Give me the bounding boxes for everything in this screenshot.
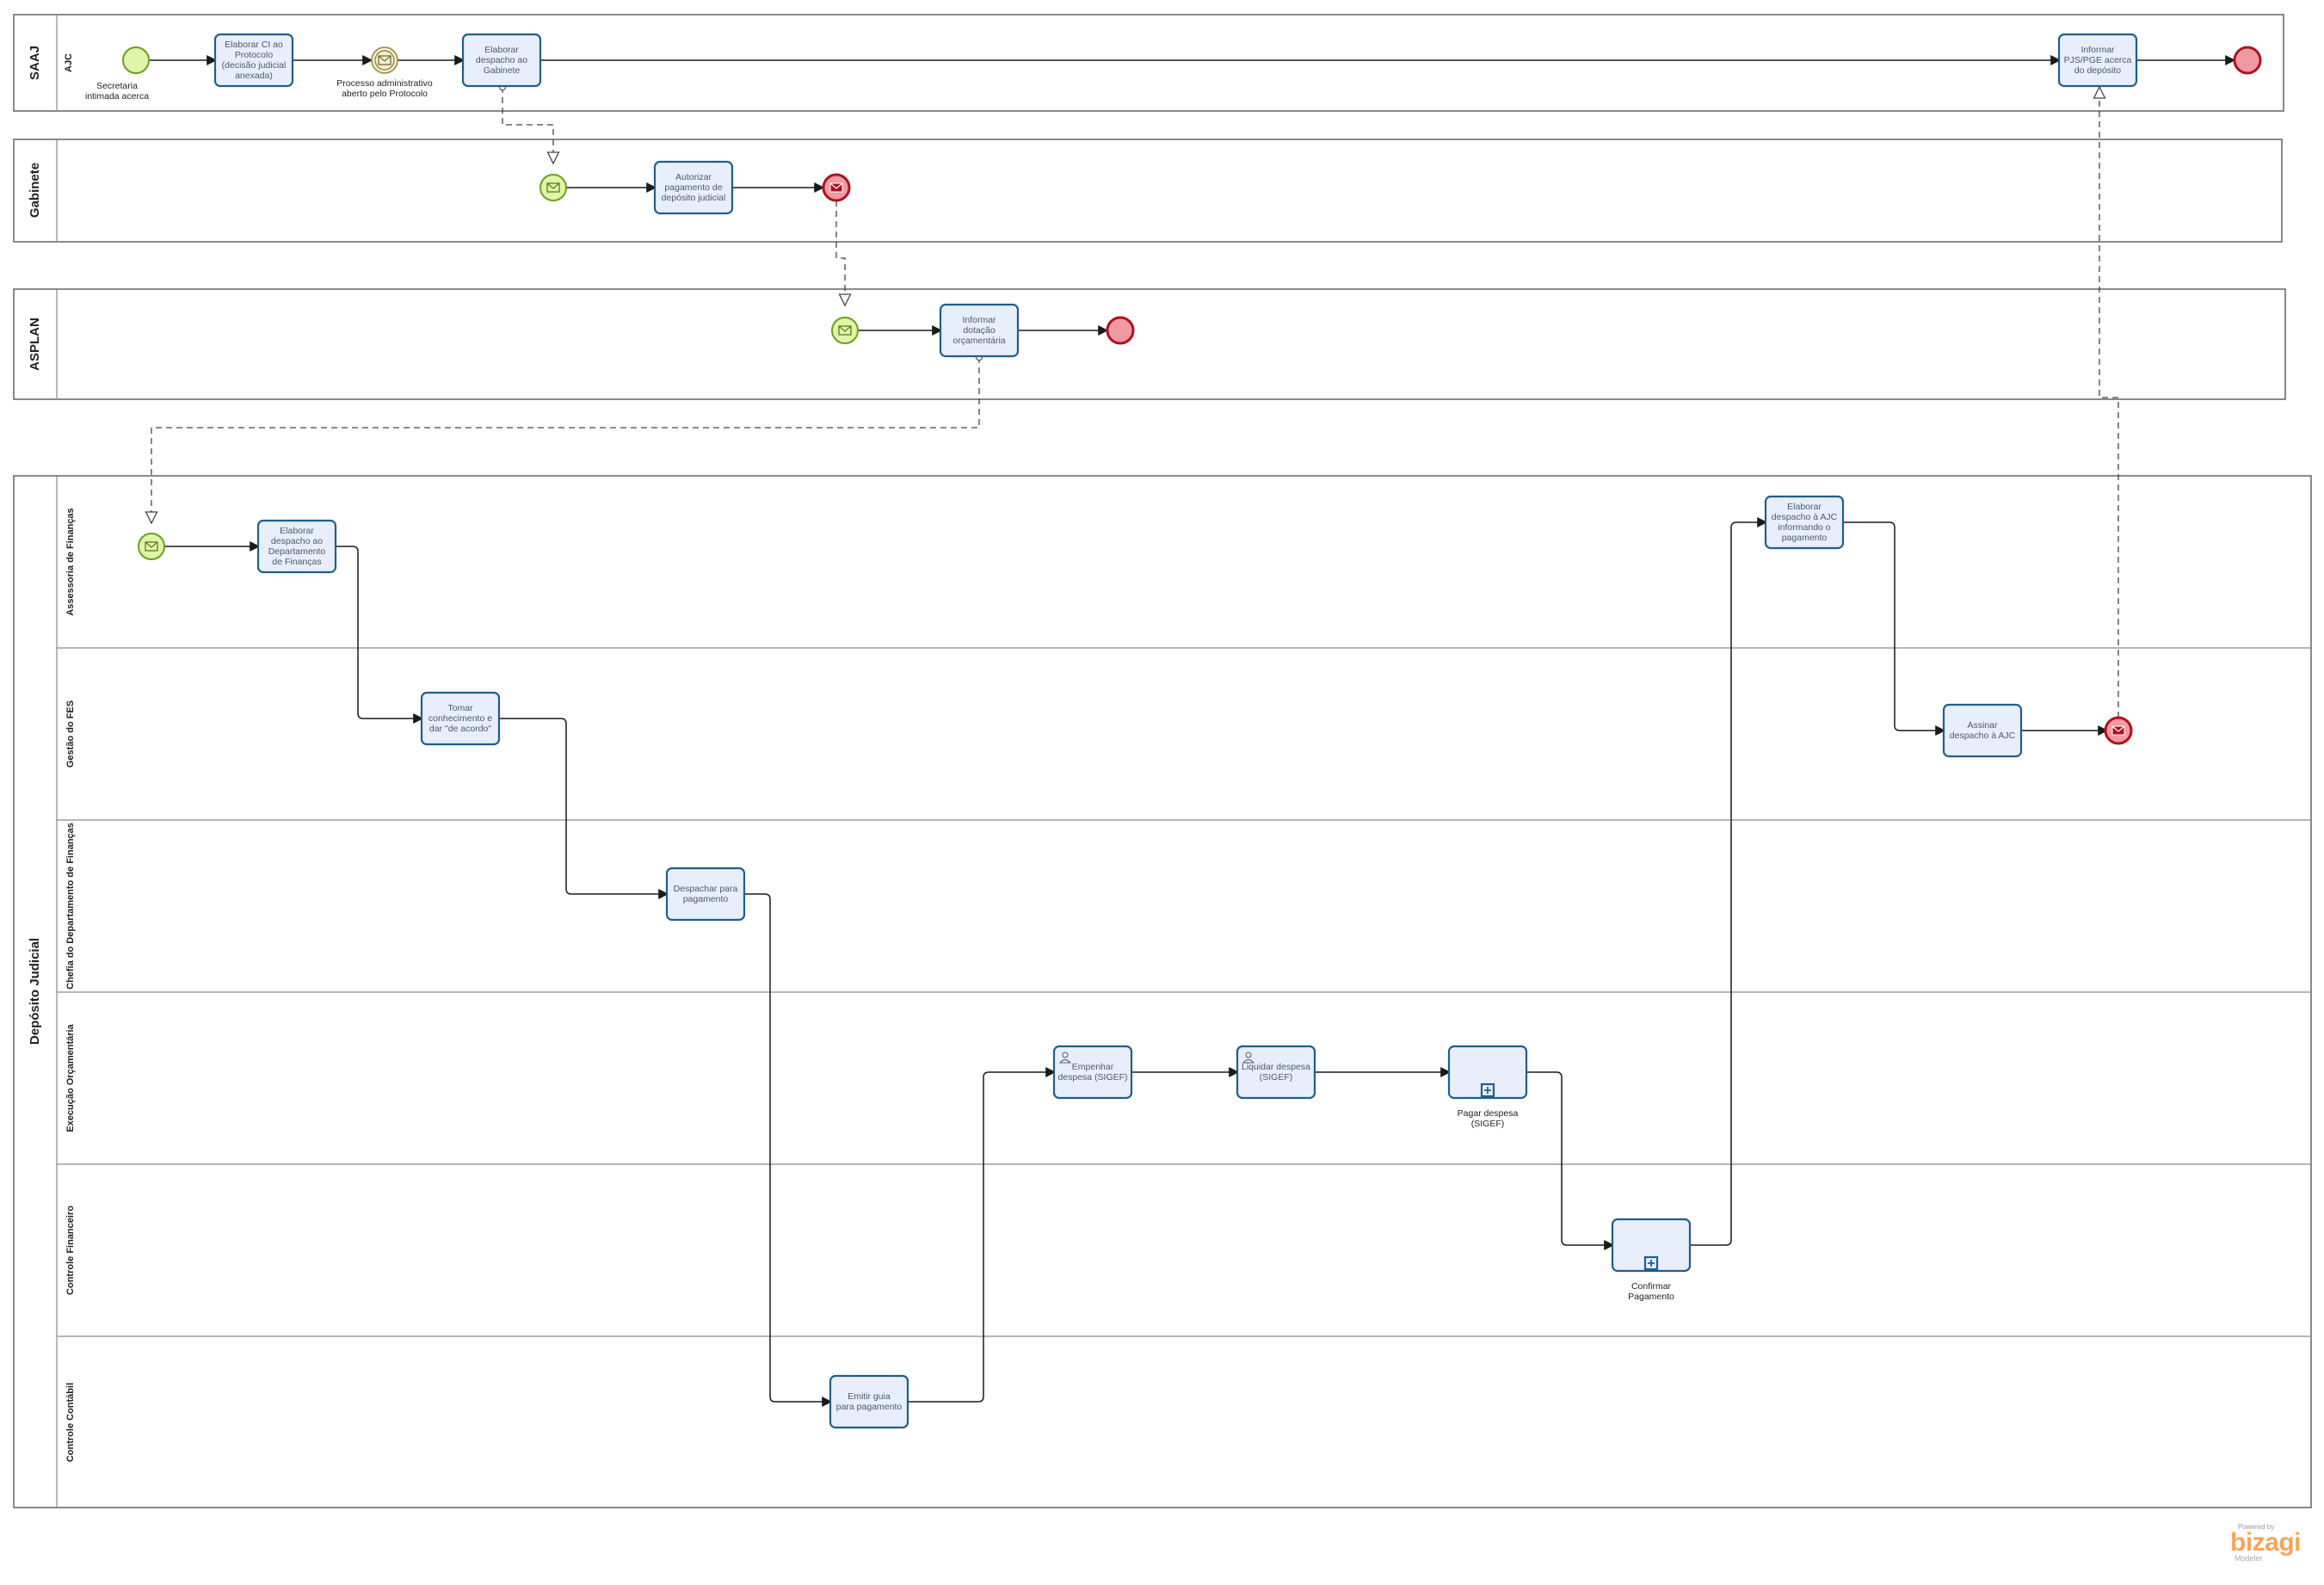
task-emitir-guia[interactable]: Emitir guia para pagamento bbox=[829, 1374, 909, 1429]
task-elaborar-ci-l1: Elaborar CI ao bbox=[225, 40, 283, 50]
intermediate-event-label-2: aberto pelo Protocolo bbox=[342, 89, 428, 99]
start-event bbox=[122, 46, 150, 74]
lane-controle-contabil-label: Controle Contábil bbox=[65, 1383, 76, 1462]
task-informar-dotacao[interactable]: Informar dotação orçamentária bbox=[939, 303, 1020, 358]
task-informar-pjs[interactable]: Informar PJS/PGE acerca do depósito bbox=[2057, 33, 2138, 88]
expand-plus-icon bbox=[1480, 1082, 1495, 1098]
task-tomar-l3: dar "de acordo" bbox=[429, 724, 492, 734]
message-end-event-gabinete bbox=[822, 173, 851, 202]
pool-asplan: ASPLAN bbox=[13, 288, 2286, 400]
start-event-label-2: intimada acerca bbox=[85, 91, 149, 102]
task-emitir-l1: Emitir guia bbox=[848, 1391, 891, 1402]
sequence-flows bbox=[149, 55, 2236, 1407]
task-despachar-l2: pagamento bbox=[683, 894, 729, 904]
message-start-event-asplan bbox=[831, 317, 859, 344]
pool-deposito-label: Depósito Judicial bbox=[28, 938, 42, 1045]
task-informar-pjs-l2: PJS/PGE acerca bbox=[2064, 55, 2132, 65]
task-elaborar-despacho-ajc[interactable]: Elaborar despacho à AJC informando o pag… bbox=[1764, 495, 1845, 550]
subprocess-confirmar-pagamento[interactable] bbox=[1611, 1218, 1692, 1273]
task-dotacao-l2: dotação bbox=[963, 325, 996, 336]
events: Secretaria intimada acerca Processo admi… bbox=[85, 46, 2262, 745]
task-despacho-gabinete-l1: Elaborar bbox=[484, 45, 519, 55]
task-tomar-l1: Tomar bbox=[447, 703, 473, 713]
task-assinar-l1: Assinar bbox=[1967, 720, 1998, 731]
task-elaborar-ci-l4: anexada) bbox=[235, 71, 273, 81]
task-tomar-conhecimento[interactable]: Tomar conhecimento e dar "de acordo" bbox=[420, 691, 501, 746]
task-despacho-ajc-l3: informando o bbox=[1778, 522, 1830, 533]
intermediate-message-event bbox=[371, 46, 398, 74]
end-event-asplan bbox=[1106, 316, 1135, 345]
pool-deposito-judicial: Depósito Judicial Assessoria de Finanças… bbox=[13, 475, 2312, 1508]
task-assinar-despacho[interactable]: Assinar despacho à AJC bbox=[1942, 703, 2023, 758]
pool-gabinete: Gabinete bbox=[13, 139, 2283, 243]
pool-gabinete-label: Gabinete bbox=[28, 163, 42, 218]
subprocess-confirmar-l1: Confirmar bbox=[1631, 1281, 1672, 1292]
task-autorizar-l2: pagamento de bbox=[664, 182, 722, 193]
task-elaborar-ci[interactable]: Elaborar CI ao Protocolo (decisão judici… bbox=[213, 33, 294, 88]
task-autorizar-l3: depósito judicial bbox=[662, 193, 726, 203]
task-elaborar-despacho-gabinete[interactable]: Elaborar despacho ao Gabinete bbox=[461, 33, 542, 88]
powered-by-text: Powered by bbox=[2238, 1523, 2275, 1531]
task-elaborar-ci-l3: (decisão judicial bbox=[222, 60, 287, 71]
task-empenhar-despesa[interactable]: Empenhar despesa (SIGEF) bbox=[1052, 1045, 1133, 1100]
task-despacho-ajc-l4: pagamento bbox=[1782, 533, 1828, 543]
task-informar-pjs-l1: Informar bbox=[2081, 45, 2115, 55]
subprocess-pagar-l2: (SIGEF) bbox=[1471, 1119, 1505, 1129]
task-liquidar-l2: (SIGEF) bbox=[1260, 1072, 1293, 1082]
task-elaborar-despacho-financas[interactable]: Elaborar despacho ao Departamento de Fin… bbox=[256, 519, 337, 574]
message-end-event-deposito bbox=[2104, 716, 2133, 745]
task-emitir-l2: para pagamento bbox=[836, 1402, 903, 1412]
task-dotacao-l3: orçamentária bbox=[952, 336, 1005, 346]
message-flows bbox=[151, 87, 2119, 718]
task-informar-pjs-l3: do depósito bbox=[2074, 65, 2121, 76]
lane-chefia-label: Chefia do Departamento de Finanças bbox=[65, 823, 76, 990]
subprocess-pagar-despesa[interactable] bbox=[1447, 1045, 1528, 1100]
lane-ajc-label: AJC bbox=[64, 53, 74, 72]
start-event-label-1: Secretaria bbox=[96, 81, 138, 91]
bizagi-modeler-text: Modeler bbox=[2235, 1554, 2263, 1563]
task-despacho-gabinete-l3: Gabinete bbox=[484, 65, 521, 76]
lane-execucao-label: Execução Orçamentária bbox=[65, 1023, 76, 1132]
message-start-event-gabinete bbox=[539, 174, 567, 201]
task-despacho-financas-l2: despacho ao bbox=[271, 536, 323, 546]
lane-assessoria-label: Assessoria de Finanças bbox=[65, 508, 76, 615]
pool-asplan-label: ASPLAN bbox=[28, 318, 42, 371]
task-liquidar-despesa[interactable]: Liquidar despesa (SIGEF) bbox=[1236, 1045, 1316, 1100]
task-liquidar-l1: Liquidar despesa bbox=[1242, 1062, 1310, 1072]
subprocess-confirmar-l2: Pagamento bbox=[1628, 1292, 1674, 1302]
subprocess-pagar-l1: Pagar despesa bbox=[1458, 1108, 1519, 1119]
task-despacho-financas-l1: Elaborar bbox=[280, 526, 314, 536]
bizagi-logo: bizagi bbox=[2230, 1528, 2302, 1557]
lane-gestao-fes-label: Gestão do FES bbox=[65, 700, 76, 768]
user-icon bbox=[1242, 1052, 1255, 1064]
task-assinar-l2: despacho à AJC bbox=[1950, 731, 2016, 741]
task-autorizar-pagamento[interactable]: Autorizar pagamento de depósito judicial bbox=[653, 160, 734, 215]
task-despachar-l1: Despachar para bbox=[674, 884, 738, 894]
task-despachar-pagamento[interactable]: Despachar para pagamento bbox=[665, 867, 746, 922]
task-empenhar-l2: despesa (SIGEF) bbox=[1057, 1072, 1127, 1082]
task-tomar-l2: conhecimento e bbox=[428, 713, 492, 724]
expand-plus-icon bbox=[1643, 1255, 1659, 1271]
task-despacho-ajc-l2: despacho à AJC bbox=[1772, 512, 1838, 522]
user-icon bbox=[1058, 1052, 1072, 1064]
intermediate-event-label-1: Processo administrativo bbox=[336, 78, 433, 89]
task-autorizar-l1: Autorizar bbox=[675, 172, 712, 182]
task-empenhar-l1: Empenhar bbox=[1072, 1062, 1114, 1072]
message-start-event-deposito bbox=[138, 533, 165, 560]
task-despacho-ajc-l1: Elaborar bbox=[1787, 502, 1822, 512]
task-despacho-financas-l3: Departamento bbox=[268, 546, 326, 557]
task-despacho-gabinete-l2: despacho ao bbox=[476, 55, 527, 65]
end-event-saaj bbox=[2233, 46, 2262, 75]
pool-saaj-label: SAAJ bbox=[28, 46, 42, 80]
task-elaborar-ci-l2: Protocolo bbox=[235, 50, 274, 60]
lane-controle-financeiro-label: Controle Financeiro bbox=[65, 1206, 76, 1295]
task-despacho-financas-l4: de Finanças bbox=[272, 557, 321, 567]
task-dotacao-l1: Informar bbox=[962, 315, 996, 325]
